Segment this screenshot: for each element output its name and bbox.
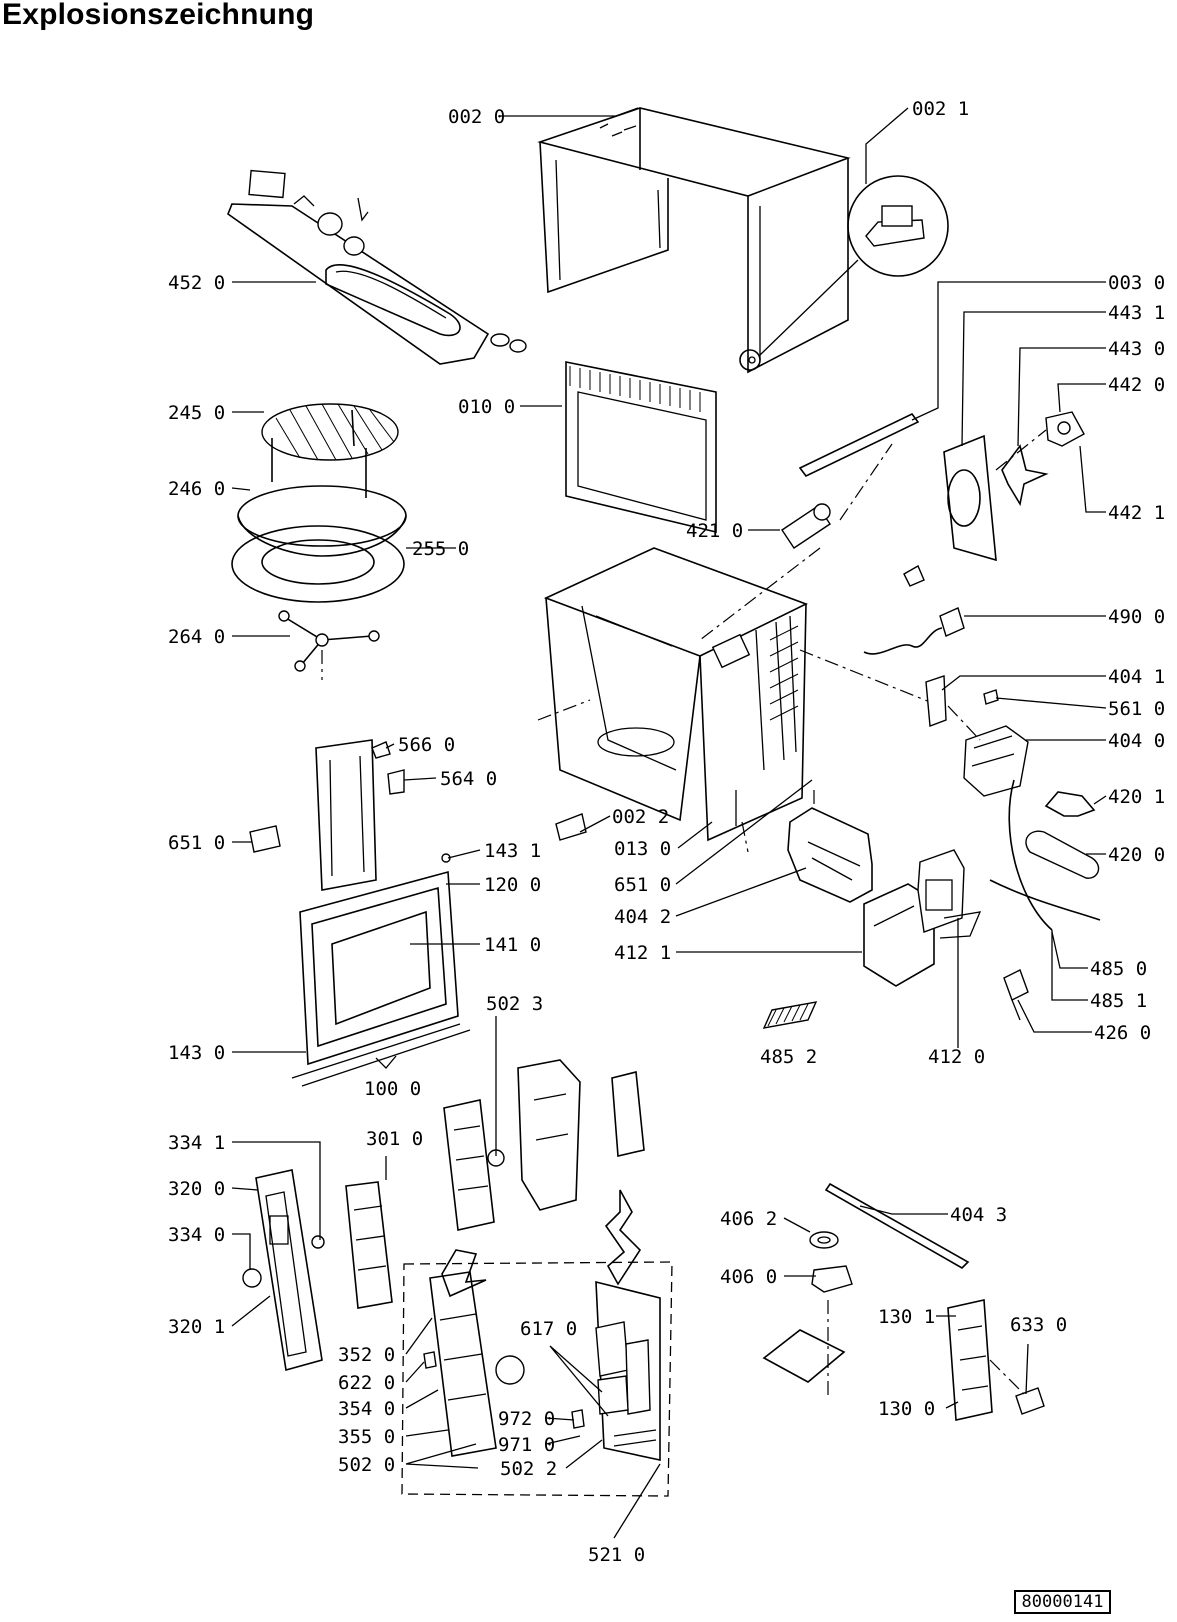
callout-label: 442 1 (1108, 502, 1165, 524)
callout-label: 971 0 (498, 1434, 555, 1456)
callout-label: 564 0 (440, 768, 497, 790)
callout-label: 130 0 (878, 1398, 935, 1420)
callout-label: 003 0 (1108, 272, 1165, 294)
stirrer-and-latch-part (762, 1182, 1045, 1421)
callout-label: 420 1 (1108, 786, 1165, 808)
callout-label: 502 3 (486, 993, 543, 1015)
callout-label: 245 0 (168, 402, 225, 424)
callout-label: 502 2 (500, 1458, 557, 1480)
callout-label: 320 0 (168, 1178, 225, 1200)
callout-label: 255 0 (412, 538, 469, 560)
callout-label: 485 2 (760, 1046, 817, 1068)
callout-label: 301 0 (366, 1128, 423, 1150)
callout-label: 320 1 (168, 1316, 225, 1338)
turntable-parts (231, 403, 407, 680)
callout-label: 443 1 (1108, 302, 1165, 324)
capacitor-assembly-part (989, 779, 1101, 1021)
callout-label: 651 0 (614, 874, 671, 896)
detail-circle-part (739, 175, 949, 371)
callout-label: 130 1 (878, 1306, 935, 1328)
callout-label: 622 0 (338, 1372, 395, 1394)
lamp-and-rail-part (699, 412, 920, 641)
grill-heater-part (227, 169, 527, 365)
callout-label: 566 0 (398, 734, 455, 756)
callout-label: 334 1 (168, 1132, 225, 1154)
oven-cavity-part (537, 547, 951, 842)
callout-label: 404 0 (1108, 730, 1165, 752)
callout-label: 246 0 (168, 478, 225, 500)
callout-label: 404 3 (950, 1204, 1007, 1226)
callout-label: 442 0 (1108, 374, 1165, 396)
callout-label: 013 0 (614, 838, 671, 860)
callout-label: 404 1 (1108, 666, 1165, 688)
callout-label: 485 1 (1090, 990, 1147, 1012)
callout-label: 002 2 (612, 806, 669, 828)
document-number: 80000141 (1014, 1590, 1111, 1614)
callout-label: 521 0 (588, 1544, 645, 1566)
callout-label: 617 0 (520, 1318, 577, 1340)
callout-label: 334 0 (168, 1224, 225, 1246)
leader-lines (231, 107, 1107, 1539)
transformer-assembly-part (741, 790, 982, 987)
callout-label: 002 0 (448, 106, 505, 128)
window-panel-part (565, 361, 717, 534)
callout-label: 120 0 (484, 874, 541, 896)
callout-label: 490 0 (1108, 606, 1165, 628)
callout-label: 355 0 (338, 1426, 395, 1448)
callout-label: 421 0 (686, 520, 743, 542)
callout-labels: 002 0 002 1 452 0 003 0 443 1 443 0 442 … (168, 98, 1165, 1566)
callout-label: 406 2 (720, 1208, 777, 1230)
callout-label: 352 0 (338, 1344, 395, 1366)
callout-label: 972 0 (498, 1408, 555, 1430)
cabinet-hood-part (537, 107, 851, 374)
callout-label: 264 0 (168, 626, 225, 648)
page-title: Explosionszeichnung (2, 0, 315, 31)
callout-label: 420 0 (1108, 844, 1165, 866)
cord-and-switches-part (863, 565, 1029, 797)
part-drawings (227, 107, 1101, 1497)
callout-label: 143 0 (168, 1042, 225, 1064)
callout-label: 141 0 (484, 934, 541, 956)
callout-label: 406 0 (720, 1266, 777, 1288)
callout-label: 002 1 (912, 98, 969, 120)
hatched-block-part (762, 1001, 818, 1029)
fan-assembly-part (943, 411, 1085, 562)
callout-label: 354 0 (338, 1398, 395, 1420)
callout-label: 443 0 (1108, 338, 1165, 360)
callout-label: 452 0 (168, 272, 225, 294)
callout-label: 561 0 (1108, 698, 1165, 720)
callout-label: 633 0 (1010, 1314, 1067, 1336)
callout-label: 426 0 (1094, 1022, 1151, 1044)
control-panel-part (242, 1059, 673, 1497)
callout-label: 010 0 (458, 396, 515, 418)
door-assembly-part (249, 739, 471, 1087)
callout-label: 651 0 (168, 832, 225, 854)
callout-label: 412 0 (928, 1046, 985, 1068)
callout-label: 412 1 (614, 942, 671, 964)
callout-label: 404 2 (614, 906, 671, 928)
callout-label: 502 0 (338, 1454, 395, 1476)
callout-label: 485 0 (1090, 958, 1147, 980)
callout-label: 143 1 (484, 840, 541, 862)
callout-label: 100 0 (364, 1078, 421, 1100)
